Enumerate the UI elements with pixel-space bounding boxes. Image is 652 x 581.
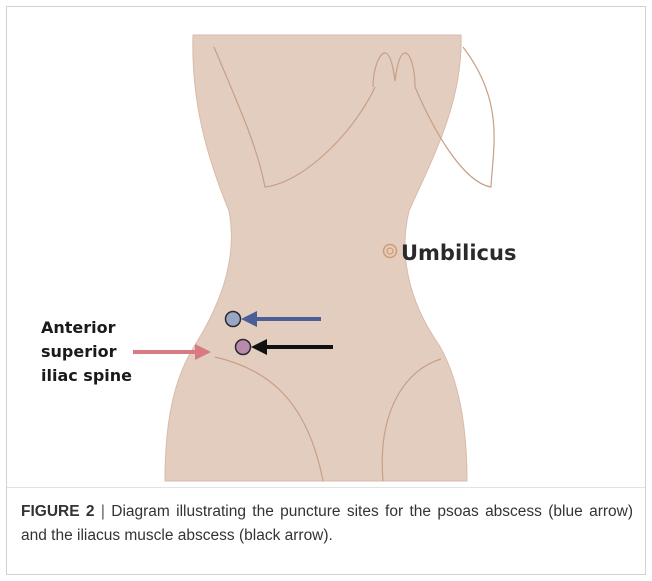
figure-frame: Umbilicus Anterior superior iliac spine … [6, 6, 646, 575]
umbilicus-label: Umbilicus [401, 241, 516, 265]
psoas-puncture-point [226, 312, 241, 327]
figure-image: Umbilicus Anterior superior iliac spine [7, 7, 647, 487]
caption-text: Diagram illustrating the puncture sites … [21, 503, 633, 544]
asis-label-line1: Anterior [41, 318, 116, 337]
asis-label-line3: iliac spine [41, 366, 132, 385]
iliacus-puncture-point [236, 340, 251, 355]
caption-divider [7, 487, 645, 488]
figure-label: FIGURE 2 [21, 503, 95, 520]
asis-label-line2: superior [41, 342, 117, 361]
caption-separator: | [101, 503, 105, 520]
figure-caption: FIGURE 2 | Diagram illustrating the punc… [21, 500, 633, 548]
torso-diagram: Umbilicus Anterior superior iliac spine [7, 7, 647, 487]
